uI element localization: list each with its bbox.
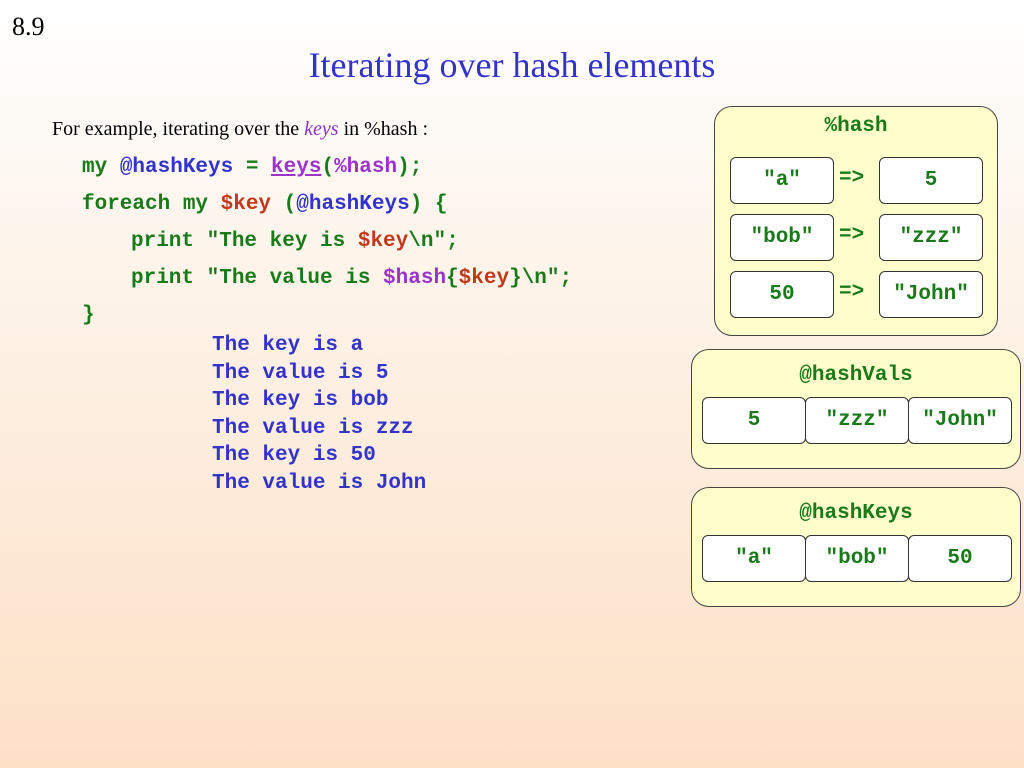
code-token: foreach my (82, 193, 221, 216)
code-token: keys (271, 156, 322, 179)
hashvals-cell: 5 (702, 397, 806, 444)
hash-key-cell: 50 (730, 271, 834, 318)
hash-arrow: => (839, 224, 865, 247)
hashkeys-panel: @hashKeys "a" "bob" 50 (691, 487, 1021, 607)
output-line: The value is 5 (212, 361, 389, 385)
hash-value-cell: 5 (879, 157, 983, 204)
code-token: { (446, 267, 459, 290)
intro-text: For example, iterating over the keys in … (52, 118, 428, 141)
hash-arrow: => (839, 281, 865, 304)
code-token: print "The key is (131, 230, 358, 253)
hash-value-cell: "zzz" (879, 214, 983, 261)
output-line: The key is bob (212, 389, 389, 413)
hash-arrow: => (839, 167, 865, 190)
code-token: ) { (409, 193, 448, 216)
code-token: $key (220, 193, 272, 216)
code-token: = (233, 156, 272, 179)
code-token: $key (458, 267, 510, 290)
code-line-4: print "The value is $hash{$key}\n"; (131, 260, 572, 297)
hashkeys-panel-title: @hashKeys (799, 502, 913, 525)
intro-suffix: in %hash : (338, 118, 428, 140)
output-line: The value is zzz (212, 416, 414, 440)
code-token: ); (397, 156, 423, 179)
slide-title: Iterating over hash elements (308, 45, 716, 85)
output-line: The key is 50 (212, 444, 376, 468)
code-token: print "The value is (131, 267, 384, 290)
hashvals-panel: @hashVals 5 "zzz" "John" (691, 349, 1021, 469)
hash-panel-title: %hash (824, 115, 888, 138)
hash-key-cell: "a" (730, 157, 834, 204)
intro-keyword: keys (304, 118, 339, 140)
slide-number: 8.9 (12, 12, 45, 41)
hash-panel: %hash "a" => 5 "bob" => "zzz" 50 => "Joh… (714, 106, 998, 336)
output-line: The key is a (212, 334, 364, 357)
code-token: ( (271, 193, 297, 216)
code-token: ( (321, 156, 335, 179)
hashvals-cell: "zzz" (805, 397, 909, 444)
hashkeys-cell: 50 (908, 535, 1012, 582)
code-token: %hash (334, 156, 398, 179)
code-token: $key (357, 230, 409, 253)
code-token: $hash (383, 267, 447, 290)
code-token: my (82, 156, 120, 179)
hashvals-panel-title: @hashVals (799, 364, 913, 387)
hashvals-cell: "John" (908, 397, 1012, 444)
program-output: The key is a The value is 5 The key is b… (212, 332, 426, 498)
code-token: } (82, 304, 95, 327)
hash-key-cell: "bob" (730, 214, 834, 261)
code-line-2: foreach my $key (@hashKeys) { (82, 186, 448, 223)
code-line-5: } (82, 297, 95, 334)
intro-prefix: For example, iterating over the (52, 118, 305, 140)
hashkeys-cell: "a" (702, 535, 806, 582)
hash-value-cell: "John" (879, 271, 983, 318)
code-token: \n"; (408, 230, 459, 253)
code-token: }\n"; (509, 267, 573, 290)
output-line: The value is John (212, 471, 427, 495)
hashkeys-cell: "bob" (805, 535, 909, 582)
code-line-1: my @hashKeys = keys(%hash); (82, 149, 422, 186)
code-token: @hashKeys (119, 156, 234, 179)
code-token: @hashKeys (296, 193, 410, 216)
code-line-3: print "The key is $key\n"; (131, 223, 459, 260)
